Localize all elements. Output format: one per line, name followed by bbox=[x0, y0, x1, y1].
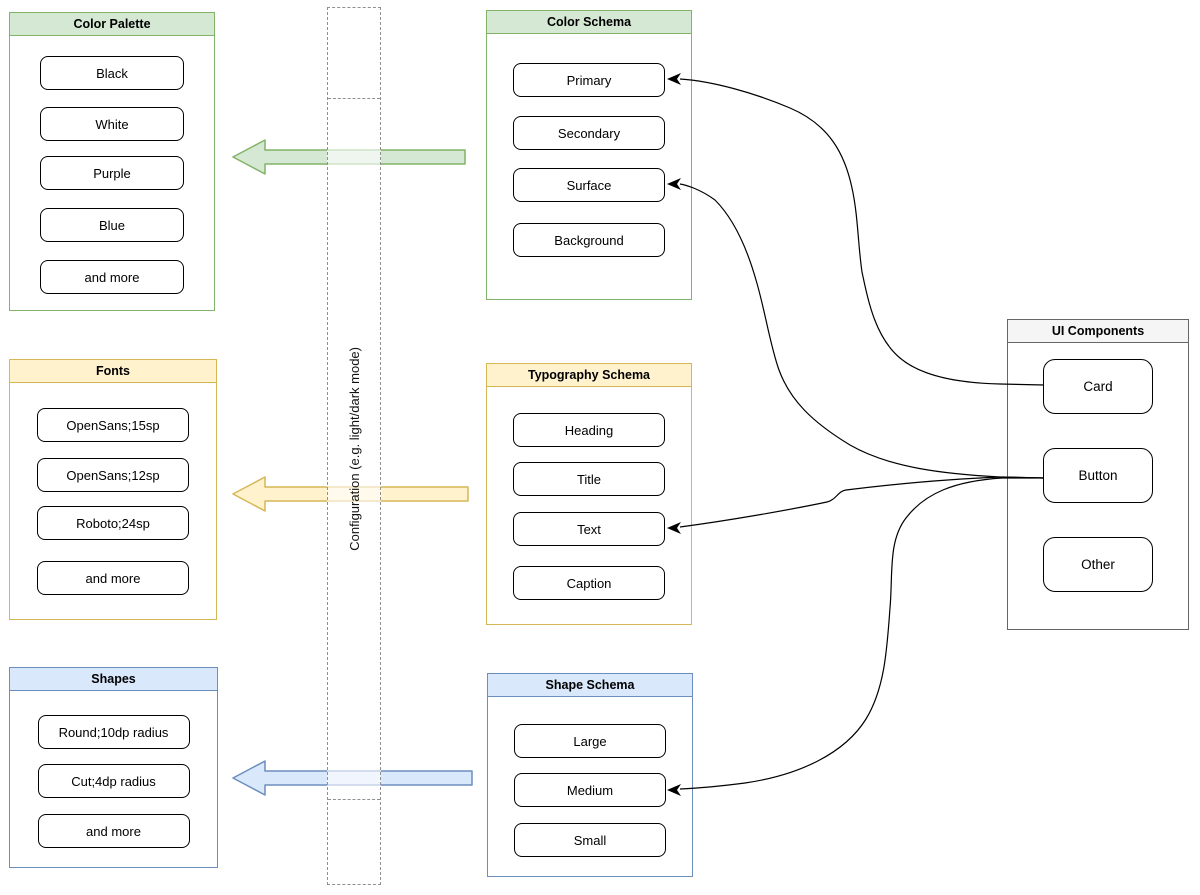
color-palette-panel: Color Palette Black White Purple Blue an… bbox=[9, 12, 215, 311]
shapes-panel: Shapes Round;10dp radius Cut;4dp radius … bbox=[9, 667, 218, 868]
node-roboto-24sp: Roboto;24sp bbox=[37, 506, 189, 540]
node-black: Black bbox=[40, 56, 184, 90]
node-opensans-15sp: OpenSans;15sp bbox=[37, 408, 189, 442]
node-surface: Surface bbox=[513, 168, 665, 202]
node-fonts-more: and more bbox=[37, 561, 189, 595]
node-medium: Medium bbox=[514, 773, 666, 807]
configuration-lane: Configuration (e.g. light/dark mode) bbox=[327, 7, 381, 885]
node-heading: Heading bbox=[513, 413, 665, 447]
shape-schema-panel: Shape Schema Large Medium Small bbox=[487, 673, 693, 877]
node-background: Background bbox=[513, 223, 665, 257]
node-shapes-more: and more bbox=[37, 814, 190, 848]
fonts-panel: Fonts OpenSans;15sp OpenSans;12sp Roboto… bbox=[9, 359, 217, 620]
lane-divider-bottom bbox=[328, 799, 380, 800]
shapes-header: Shapes bbox=[10, 668, 217, 691]
node-title: Title bbox=[513, 462, 665, 496]
node-caption: Caption bbox=[513, 566, 665, 600]
typography-schema-panel: Typography Schema Heading Title Text Cap… bbox=[486, 363, 692, 625]
node-blue: Blue bbox=[40, 208, 184, 242]
node-colors-more: and more bbox=[40, 260, 184, 294]
node-card: Card bbox=[1043, 359, 1153, 414]
node-small: Small bbox=[514, 823, 666, 857]
node-primary: Primary bbox=[513, 63, 665, 97]
color-schema-header: Color Schema bbox=[487, 11, 691, 34]
configuration-lane-label: Configuration (e.g. light/dark mode) bbox=[346, 346, 362, 551]
ui-components-panel: UI Components Card Button Other bbox=[1007, 319, 1189, 630]
node-opensans-12sp: OpenSans;12sp bbox=[37, 458, 189, 492]
node-button: Button bbox=[1043, 448, 1153, 503]
color-schema-panel: Color Schema Primary Secondary Surface B… bbox=[486, 10, 692, 300]
lane-divider-top bbox=[328, 98, 380, 99]
node-large: Large bbox=[514, 724, 666, 758]
node-purple: Purple bbox=[40, 156, 184, 190]
typography-schema-header: Typography Schema bbox=[487, 364, 691, 387]
node-other: Other bbox=[1043, 537, 1153, 592]
color-palette-header: Color Palette bbox=[10, 13, 214, 36]
node-white: White bbox=[40, 107, 184, 141]
node-round-10dp: Round;10dp radius bbox=[37, 715, 190, 749]
node-cut-4dp: Cut;4dp radius bbox=[37, 764, 190, 798]
node-text: Text bbox=[513, 512, 665, 546]
ui-components-header: UI Components bbox=[1008, 320, 1188, 343]
node-secondary: Secondary bbox=[513, 116, 665, 150]
shape-schema-header: Shape Schema bbox=[488, 674, 692, 697]
fonts-header: Fonts bbox=[10, 360, 216, 383]
